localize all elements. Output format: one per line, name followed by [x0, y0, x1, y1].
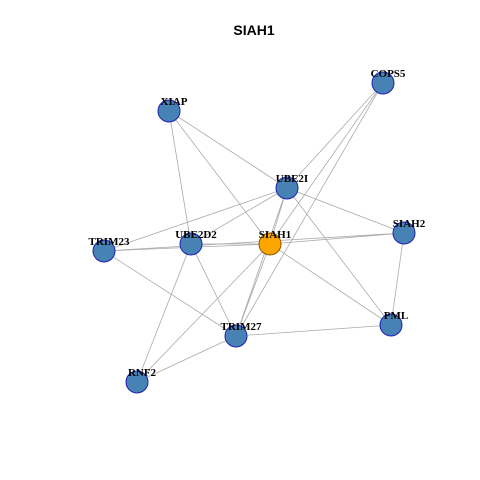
node-trim27[interactable]: TRIM27 — [221, 321, 262, 348]
node-trim23[interactable]: TRIM23 — [89, 236, 130, 263]
edge-siah1-cops5 — [269, 82, 384, 245]
edge-layer — [103, 82, 405, 383]
edge-ube2i-siah2 — [286, 187, 405, 234]
diagram-title: SIAH1 — [233, 22, 274, 38]
edge-trim27-rnf2 — [136, 335, 237, 383]
node-circle[interactable] — [224, 324, 248, 348]
edge-xiap-ube2d2 — [168, 110, 192, 245]
edge-xiap-ube2i — [168, 110, 288, 189]
edge-cops5-trim27 — [235, 82, 384, 337]
node-circle[interactable] — [379, 313, 403, 337]
edge-siah2-trim23 — [103, 232, 405, 252]
node-siah1[interactable]: SIAH1 — [258, 229, 291, 256]
node-ube2d2[interactable]: UBE2D2 — [175, 229, 217, 256]
node-pml[interactable]: PML — [379, 310, 408, 337]
node-label: PML — [384, 310, 408, 322]
edge-pml-trim27 — [235, 324, 392, 337]
node-circle[interactable] — [125, 370, 149, 394]
node-label: UBE2D2 — [175, 229, 217, 241]
edge-siah1-rnf2 — [136, 243, 271, 383]
node-circle[interactable] — [392, 221, 416, 245]
node-label: SIAH1 — [259, 229, 291, 241]
node-label: UBE2I — [276, 173, 308, 185]
node-label: COPS5 — [371, 68, 406, 80]
node-label: RNF2 — [128, 367, 157, 379]
node-label: XIAP — [161, 96, 188, 108]
edge-siah1-siah2 — [269, 232, 405, 245]
node-siah2[interactable]: SIAH2 — [392, 218, 426, 245]
node-label: TRIM23 — [89, 236, 130, 248]
edge-ube2d2-rnf2 — [136, 243, 192, 383]
node-label: SIAH2 — [393, 218, 426, 230]
edge-trim23-trim27 — [103, 250, 237, 337]
node-cops5[interactable]: COPS5 — [371, 68, 406, 95]
node-circle[interactable] — [92, 239, 116, 263]
node-rnf2[interactable]: RNF2 — [125, 367, 157, 394]
edge-ube2i-trim27 — [235, 187, 288, 337]
node-xiap[interactable]: XIAP — [157, 96, 188, 123]
node-label: TRIM27 — [221, 321, 262, 333]
edge-ube2d2-trim27 — [190, 243, 237, 337]
node-circle[interactable] — [157, 99, 181, 123]
edge-cops5-ube2i — [286, 82, 384, 189]
node-circle[interactable] — [258, 232, 282, 256]
edge-ube2i-trim23 — [103, 187, 288, 252]
edge-ube2i-pml — [286, 187, 392, 326]
node-circle[interactable] — [275, 176, 299, 200]
node-circle[interactable] — [179, 232, 203, 256]
edge-siah1-xiap — [168, 110, 271, 245]
edge-ube2i-ube2d2 — [190, 187, 288, 245]
edge-siah1-pml — [269, 243, 392, 326]
node-circle[interactable] — [371, 71, 395, 95]
node-ube2i[interactable]: UBE2I — [275, 173, 308, 200]
edge-siah2-pml — [390, 232, 405, 326]
